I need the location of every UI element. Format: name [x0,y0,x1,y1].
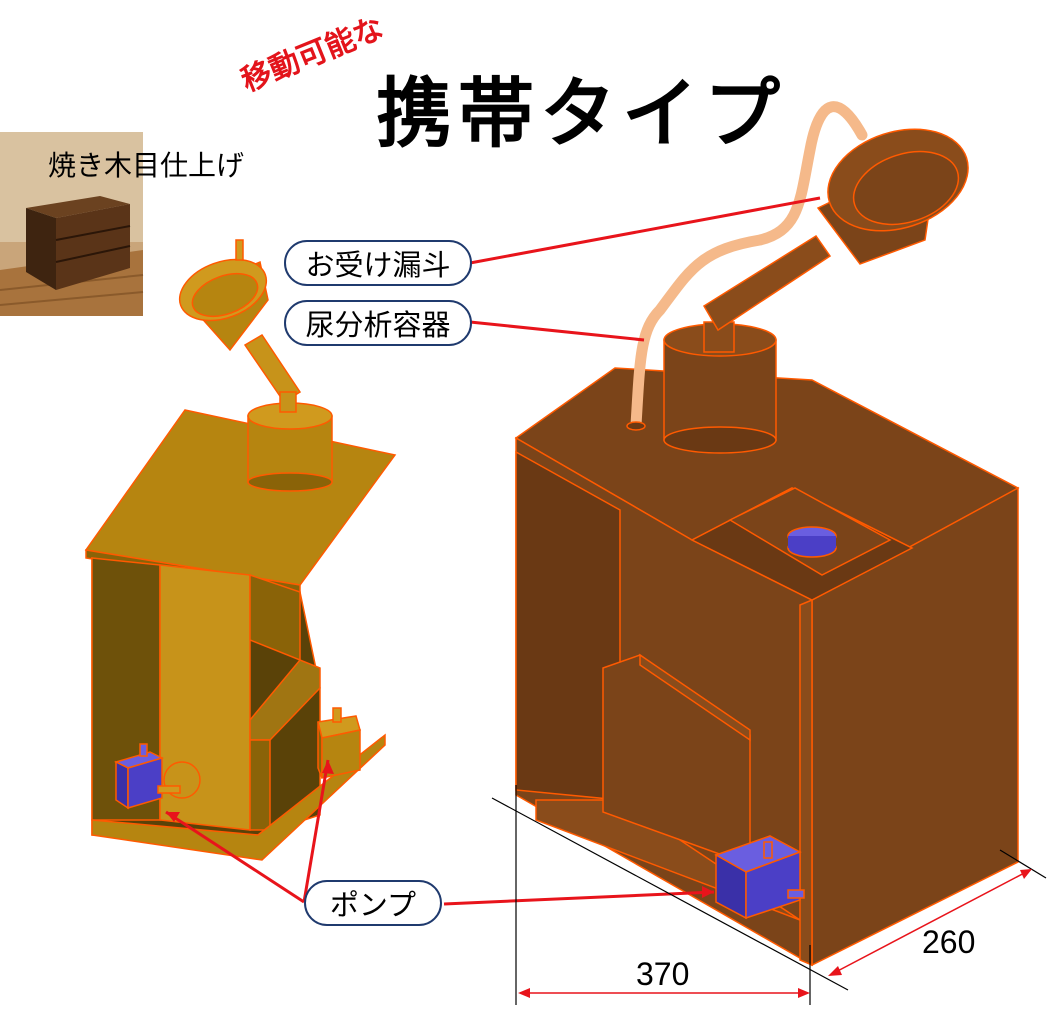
tube-port [626,421,646,431]
wood-box-photo [0,132,144,316]
photo-label: 焼き木目仕上げ [48,149,245,182]
dimension-width: 370 [636,956,690,992]
callout-funnel: お受け漏斗 [284,240,472,286]
title-main: 携帯タイプ [376,69,786,158]
dimension-depth: 260 [922,924,976,960]
overflow-tube [630,101,868,431]
dimension-lines [491,785,1047,1005]
right-cabinet [514,128,1020,967]
callout-pump: ポンプ [304,880,442,926]
callout-container: 尿分析容器 [284,300,472,346]
leader-lines [165,196,821,906]
